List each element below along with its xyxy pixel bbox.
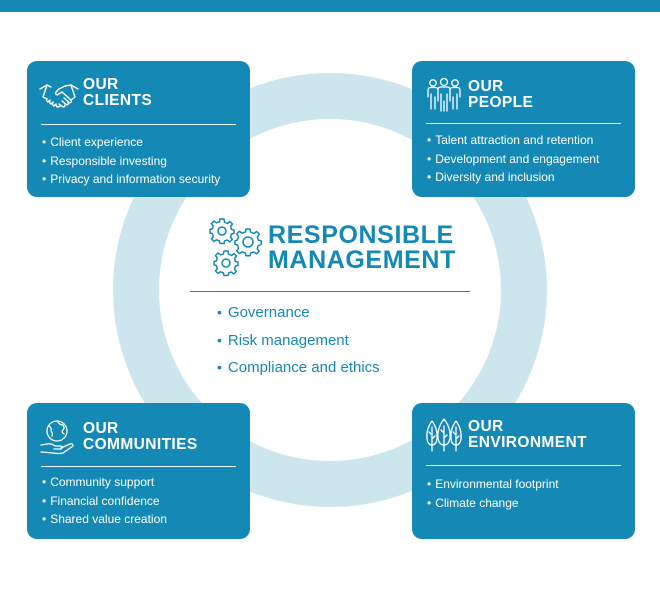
list-item: Environmental footprint	[427, 475, 558, 494]
list-item: Responsible investing	[42, 152, 220, 171]
list-item: Risk management	[217, 327, 380, 355]
card-title: OUR CLIENTS	[83, 76, 153, 109]
card-title: OUR PEOPLE	[468, 78, 534, 111]
trees-icon	[426, 418, 462, 452]
globe-hand-icon	[40, 420, 74, 455]
card-list: Environmental footprint Climate change	[427, 475, 559, 513]
list-item: Financial confidence	[42, 492, 167, 511]
card-header: OUR ENVIRONMENT	[424, 417, 587, 453]
card-divider	[426, 465, 621, 466]
top-accent-bar	[0, 0, 660, 12]
list-item: Diversity and inclusion	[427, 168, 599, 187]
card-header: OUR COMMUNITIES	[39, 419, 198, 455]
list-item: Development and engagement	[427, 150, 599, 169]
list-item: Compliance and ethics	[217, 354, 380, 382]
card-our-people: OUR PEOPLE Talent attraction and retenti…	[412, 61, 635, 197]
card-header: OUR PEOPLE	[424, 77, 533, 113]
card-title: OUR ENVIRONMENT	[468, 418, 587, 451]
center-title: RESPONSIBLE MANAGEMENT	[268, 221, 456, 274]
list-item: Client experience	[42, 133, 220, 152]
list-item: Privacy and information security	[42, 170, 220, 189]
people-group-icon	[427, 77, 461, 112]
card-title: OUR COMMUNITIES	[83, 420, 198, 453]
card-divider	[426, 123, 621, 124]
card-list: Client experience Responsible investing …	[42, 133, 220, 189]
card-divider	[41, 124, 236, 125]
card-divider	[41, 466, 236, 467]
list-item: Talent attraction and retention	[427, 131, 599, 150]
gears-icon	[209, 218, 262, 277]
center-list: Governance Risk management Compliance an…	[217, 299, 380, 382]
handshake-icon	[39, 84, 79, 108]
list-item: Community support	[42, 473, 167, 492]
card-our-communities: OUR COMMUNITIES Community support Financ…	[27, 403, 250, 539]
center-header: RESPONSIBLE MANAGEMENT	[208, 217, 456, 279]
list-item: Shared value creation	[42, 510, 167, 529]
list-item: Governance	[217, 299, 380, 327]
list-item: Climate change	[427, 494, 559, 513]
card-list: Talent attraction and retention Developm…	[427, 131, 599, 187]
card-our-environment: OUR ENVIRONMENT Environmental footprint …	[412, 403, 635, 539]
center-divider	[190, 291, 470, 292]
card-our-clients: OUR CLIENTS Client experience Responsibl…	[27, 61, 250, 197]
card-header: OUR CLIENTS	[39, 75, 152, 111]
card-list: Community support Financial confidence S…	[42, 473, 167, 529]
